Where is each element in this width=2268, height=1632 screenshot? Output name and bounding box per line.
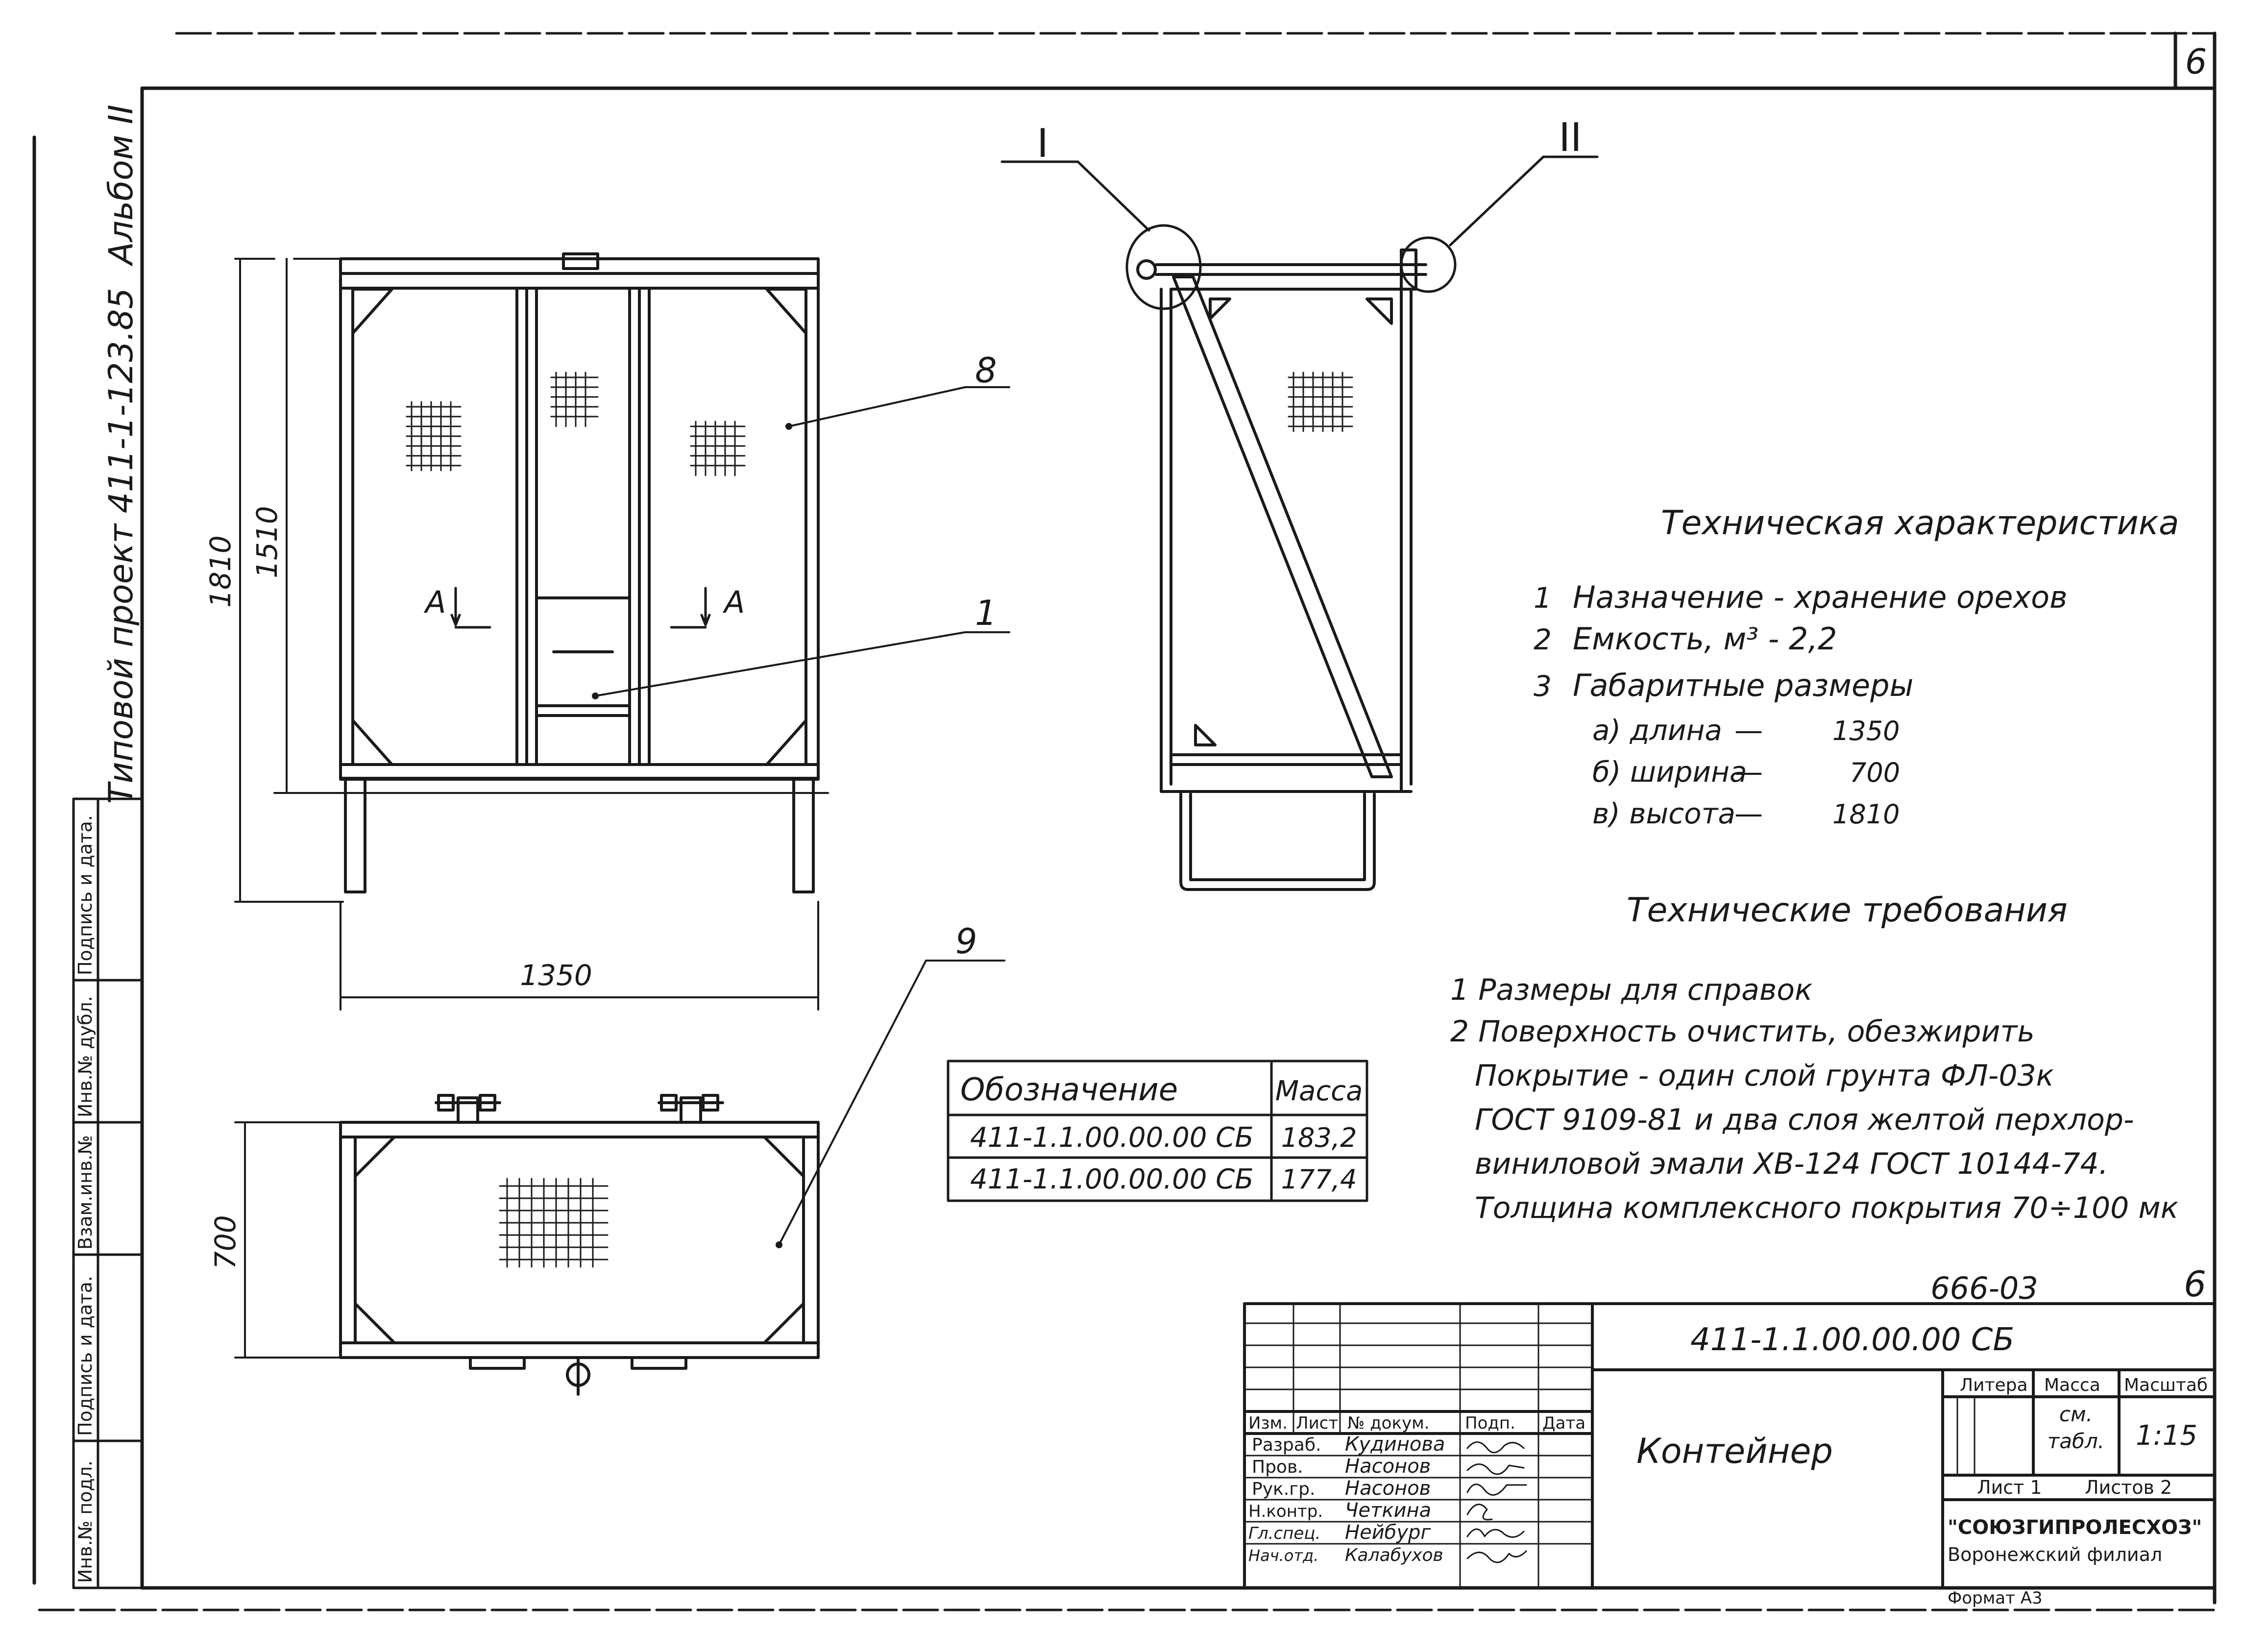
sheet-number: 6 (2185, 42, 2207, 82)
mass-table-row1-designation: 411-1.1.00.00.00 СБ (970, 1122, 1254, 1154)
tech-req-line-2: 2 Поверхность очистить, обезжирить (1450, 1014, 2035, 1049)
tech-char-dim-width-value: 700 (1850, 757, 1900, 788)
role-razrab: Разраб. (1252, 1435, 1321, 1455)
tech-char-dim-length-value: 1350 (1832, 716, 1900, 746)
person-5: Нейбург (1345, 1521, 1431, 1544)
tech-char-dim-height-dash: — (1734, 797, 1763, 830)
title-block-col-list: Лист (1296, 1413, 1338, 1433)
tech-char-dim-height-label: в) высота (1592, 797, 1735, 830)
title-block-col-date: Дата (1542, 1413, 1585, 1433)
title-block-sheet: 6 (2184, 1263, 2206, 1305)
title-block-format: Формат А3 (1948, 1588, 2043, 1608)
tech-char-dim-length-dash: — (1734, 714, 1763, 747)
role-gl-spec: Гл.спец. (1248, 1524, 1320, 1543)
tech-req-line-3: Покрытие - один слой грунта ФЛ-03к (1475, 1059, 2054, 1093)
role-nach-otd: Нач.отд. (1248, 1546, 1318, 1565)
front-dimensions (234, 258, 829, 1011)
tech-char-dim-length-label: а) длина (1592, 714, 1722, 747)
front-view (339, 252, 820, 893)
title-block-grid (1243, 1302, 2216, 1589)
dim-body-height: 1510 (250, 506, 284, 578)
leader-lines-front (594, 386, 1010, 697)
title-block-designation: 411-1.1.00.00.00 СБ (1690, 1322, 2014, 1358)
stamp-label-dup-inv: Инв.№ дубл. (74, 996, 96, 1117)
mass-table-row1-mass: 183,2 (1281, 1122, 1357, 1153)
tech-req-line-1: 1 Размеры для справок (1450, 973, 1812, 1007)
role-ruk-gr: Рук.гр. (1252, 1479, 1315, 1499)
callout-8: 8 (975, 350, 997, 391)
tech-char-dim-height-value: 1810 (1832, 799, 1900, 830)
stamp-label-orig-inv: Инв.№ подл. (74, 1460, 96, 1583)
person-1: Кудинова (1345, 1433, 1445, 1456)
person-4: Четкина (1345, 1499, 1431, 1522)
detail-label-I: I (1037, 121, 1049, 166)
title-block-code: 666-03 (1930, 1270, 2038, 1306)
callout-1: 1 (975, 593, 997, 633)
tech-char-item-1-num: 1 (1534, 581, 1552, 615)
stamp-label-replace-inv: Взам.инв.№ (74, 1135, 96, 1250)
mass-table (947, 1060, 1368, 1202)
signatures (1466, 1441, 1527, 1563)
tech-char-dim-width-label: б) ширина (1592, 755, 1747, 789)
dim-total-height: 1810 (204, 535, 237, 608)
front-view-mesh (406, 371, 746, 476)
stamp-label-sign-date-1: Подпись и дата. (74, 815, 96, 975)
tech-char-item-3: Габаритные размеры (1573, 668, 1913, 703)
side-stamp (72, 797, 144, 1589)
detail-label-II: II (1559, 115, 1582, 160)
dim-width: 1350 (520, 959, 592, 992)
title-block-mass-label: Масса (2044, 1375, 2100, 1395)
title-block-mass-value-2: табл. (2048, 1429, 2104, 1453)
role-prov: Пров. (1252, 1457, 1303, 1477)
title-block-col-izm: Изм. (1248, 1413, 1288, 1433)
section-marks (450, 587, 711, 629)
section-label-left: A (423, 584, 446, 620)
mass-table-row2-mass: 177,4 (1281, 1164, 1357, 1195)
title-block-litera-label: Литера (1960, 1375, 2028, 1395)
section-label-right: A (722, 584, 745, 620)
callout-9: 9 (955, 921, 977, 962)
sheet-trim-lines (38, 32, 2216, 1611)
title-block-org: "СОЮЗГИПРОЛЕСХОЗ" (1948, 1516, 2202, 1539)
title-block-lists-label: Листов 2 (2085, 1477, 2172, 1498)
tech-char-item-2-num: 2 (1534, 623, 1552, 656)
tech-req-line-6: Толщина комплексного покрытия 70÷100 мк (1475, 1191, 2178, 1225)
stamp-label-sign-date-2: Подпись и дата. (74, 1276, 96, 1436)
tech-char-item-2: Емкость, м³ - 2,2 (1573, 621, 1837, 657)
title-block-col-sign: Подп. (1465, 1413, 1515, 1433)
title-block-branch: Воронежский филиал (1948, 1544, 2162, 1565)
person-3: Насонов (1345, 1477, 1431, 1500)
role-n-kontr: Н.контр. (1248, 1502, 1323, 1521)
dim-depth: 700 (209, 1215, 242, 1269)
side-view-mesh (1288, 371, 1353, 432)
title-block-list-label: Лист 1 (1977, 1477, 2042, 1498)
tech-char-title: Техническая характеристика (1661, 504, 2179, 543)
album-label: Альбом II (102, 104, 141, 267)
mass-table-header-mass: Масса (1275, 1075, 1363, 1107)
tech-char-item-1: Назначение - хранение орехов (1573, 579, 2068, 615)
tech-req-title: Технические требования (1627, 891, 2068, 930)
title-block-grid-fine (1244, 1303, 1975, 1589)
project-label: Типовой проект 411-1-123.85 (102, 288, 141, 804)
title-block-scale-label: Масштаб (2124, 1375, 2208, 1395)
top-dimensions (234, 960, 1005, 1359)
title-block-mass-value-1: см. (2059, 1402, 2093, 1426)
tech-char-item-3-num: 3 (1534, 669, 1552, 703)
title-block-name: Контейнер (1636, 1431, 1833, 1471)
side-view (1136, 248, 1427, 891)
person-2: Насонов (1345, 1455, 1431, 1478)
top-view (339, 1094, 820, 1396)
top-view-mesh (499, 1178, 609, 1268)
detail-circles (1000, 155, 1599, 310)
person-6: Калабухов (1345, 1545, 1443, 1565)
tech-req-line-4: ГОСТ 9109-81 и два слоя желтой перхлор- (1475, 1103, 2134, 1137)
title-block-col-doc: № докум. (1347, 1413, 1430, 1433)
tech-req-line-5: виниловой эмали ХВ-124 ГОСТ 10144-74. (1475, 1147, 2108, 1181)
tech-char-dim-width-dash: — (1734, 755, 1763, 789)
mass-table-row2-designation: 411-1.1.00.00.00 СБ (970, 1163, 1254, 1195)
mass-table-header-designation: Обозначение (960, 1072, 1178, 1108)
title-block-scale-value: 1:15 (2136, 1420, 2197, 1452)
